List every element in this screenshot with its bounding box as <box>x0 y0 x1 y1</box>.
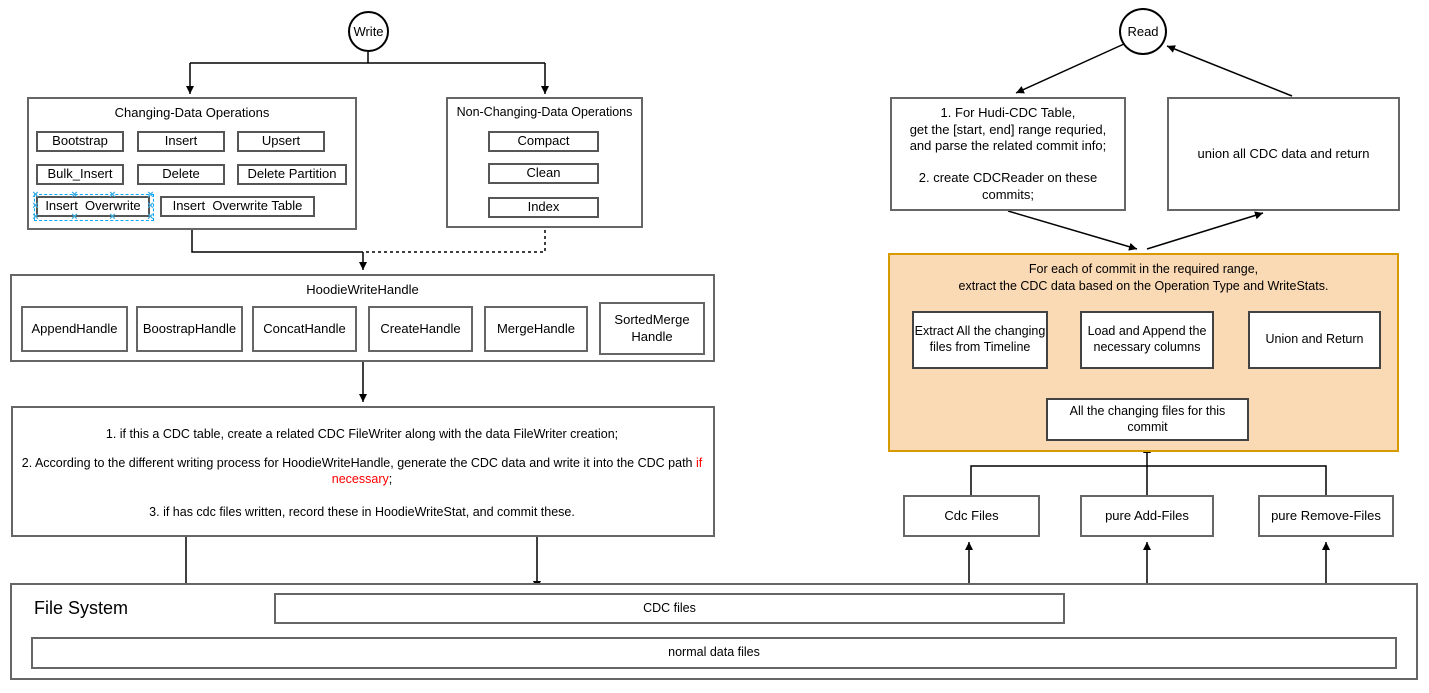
op-clean[interactable]: Clean <box>488 163 599 184</box>
step-1: 1. if this a CDC table, create a related… <box>105 427 619 441</box>
op-insert-overwrite[interactable]: Insert Overwrite <box>36 196 150 217</box>
pure-add-files-node[interactable]: pure Add-Files <box>1080 495 1214 537</box>
handle-sorted-merge[interactable]: SortedMerge Handle <box>599 302 705 355</box>
handle-boostrap[interactable]: BoostrapHandle <box>136 306 243 352</box>
all-changing-files-box[interactable]: All the changing files for this commit <box>1046 398 1249 441</box>
op-bootstrap[interactable]: Bootstrap <box>36 131 124 152</box>
op-delete[interactable]: Delete <box>137 164 225 185</box>
op-insert-overwrite-table[interactable]: Insert Overwrite Table <box>160 196 315 217</box>
read-node[interactable]: Read <box>1119 8 1167 55</box>
op-compact[interactable]: Compact <box>488 131 599 152</box>
normal-data-files-store[interactable]: normal data files <box>31 637 1397 669</box>
read-label: Read <box>1127 24 1159 39</box>
connector-nonchanging-dashed <box>365 230 546 253</box>
connector-read-to-prepare <box>1015 43 1125 94</box>
step-2: 2. According to the different writing pr… <box>21 456 703 487</box>
step-2-highlight: if necessary <box>331 456 703 487</box>
op-insert[interactable]: Insert <box>137 131 225 152</box>
per-commit-title: For each of commit in the required range… <box>958 262 1329 293</box>
non-changing-ops-title: Non-Changing-Data Operations <box>456 105 633 119</box>
handle-merge[interactable]: MergeHandle <box>484 306 588 352</box>
handle-concat[interactable]: ConcatHandle <box>252 306 357 352</box>
connector-union-to-read <box>1166 45 1293 97</box>
cdc-write-steps-box[interactable]: 1. if this a CDC table, create a related… <box>11 406 715 537</box>
op-delete-partition[interactable]: Delete Partition <box>237 164 347 185</box>
union-all-box[interactable]: union all CDC data and return <box>1167 97 1400 211</box>
step-3: 3. if has cdc files written, record thes… <box>149 505 575 519</box>
connector-orange-to-union <box>1146 211 1264 250</box>
file-system-title: File System <box>34 598 129 618</box>
read-prepare-box[interactable]: 1. For Hudi-CDC Table, get the [start, e… <box>890 97 1126 211</box>
handle-append[interactable]: AppendHandle <box>21 306 128 352</box>
write-node[interactable]: Write <box>348 11 389 52</box>
op-index[interactable]: Index <box>488 197 599 218</box>
op-bulk-insert[interactable]: Bulk_Insert <box>36 164 124 185</box>
pure-remove-files-node[interactable]: pure Remove-Files <box>1258 495 1394 537</box>
changing-ops-title: Changing-Data Operations <box>114 105 270 120</box>
connector-filegroups-bus <box>970 465 1327 495</box>
connector-changing-to-merge <box>191 230 363 253</box>
hoodie-write-handle-title: HoodieWriteHandle <box>306 282 419 297</box>
union-and-return-box[interactable]: Union and Return <box>1248 311 1381 369</box>
extract-changing-files-box[interactable]: Extract All the changing files from Time… <box>912 311 1048 369</box>
handle-create[interactable]: CreateHandle <box>368 306 473 352</box>
cdc-files-node[interactable]: Cdc Files <box>903 495 1040 537</box>
op-upsert[interactable]: Upsert <box>237 131 325 152</box>
load-append-box[interactable]: Load and Append the necessary columns <box>1080 311 1214 369</box>
connector-prepare-to-orange <box>1007 210 1138 251</box>
cdc-files-store[interactable]: CDC files <box>274 593 1065 624</box>
write-label: Write <box>353 24 384 39</box>
connector-write-stem <box>190 52 545 64</box>
